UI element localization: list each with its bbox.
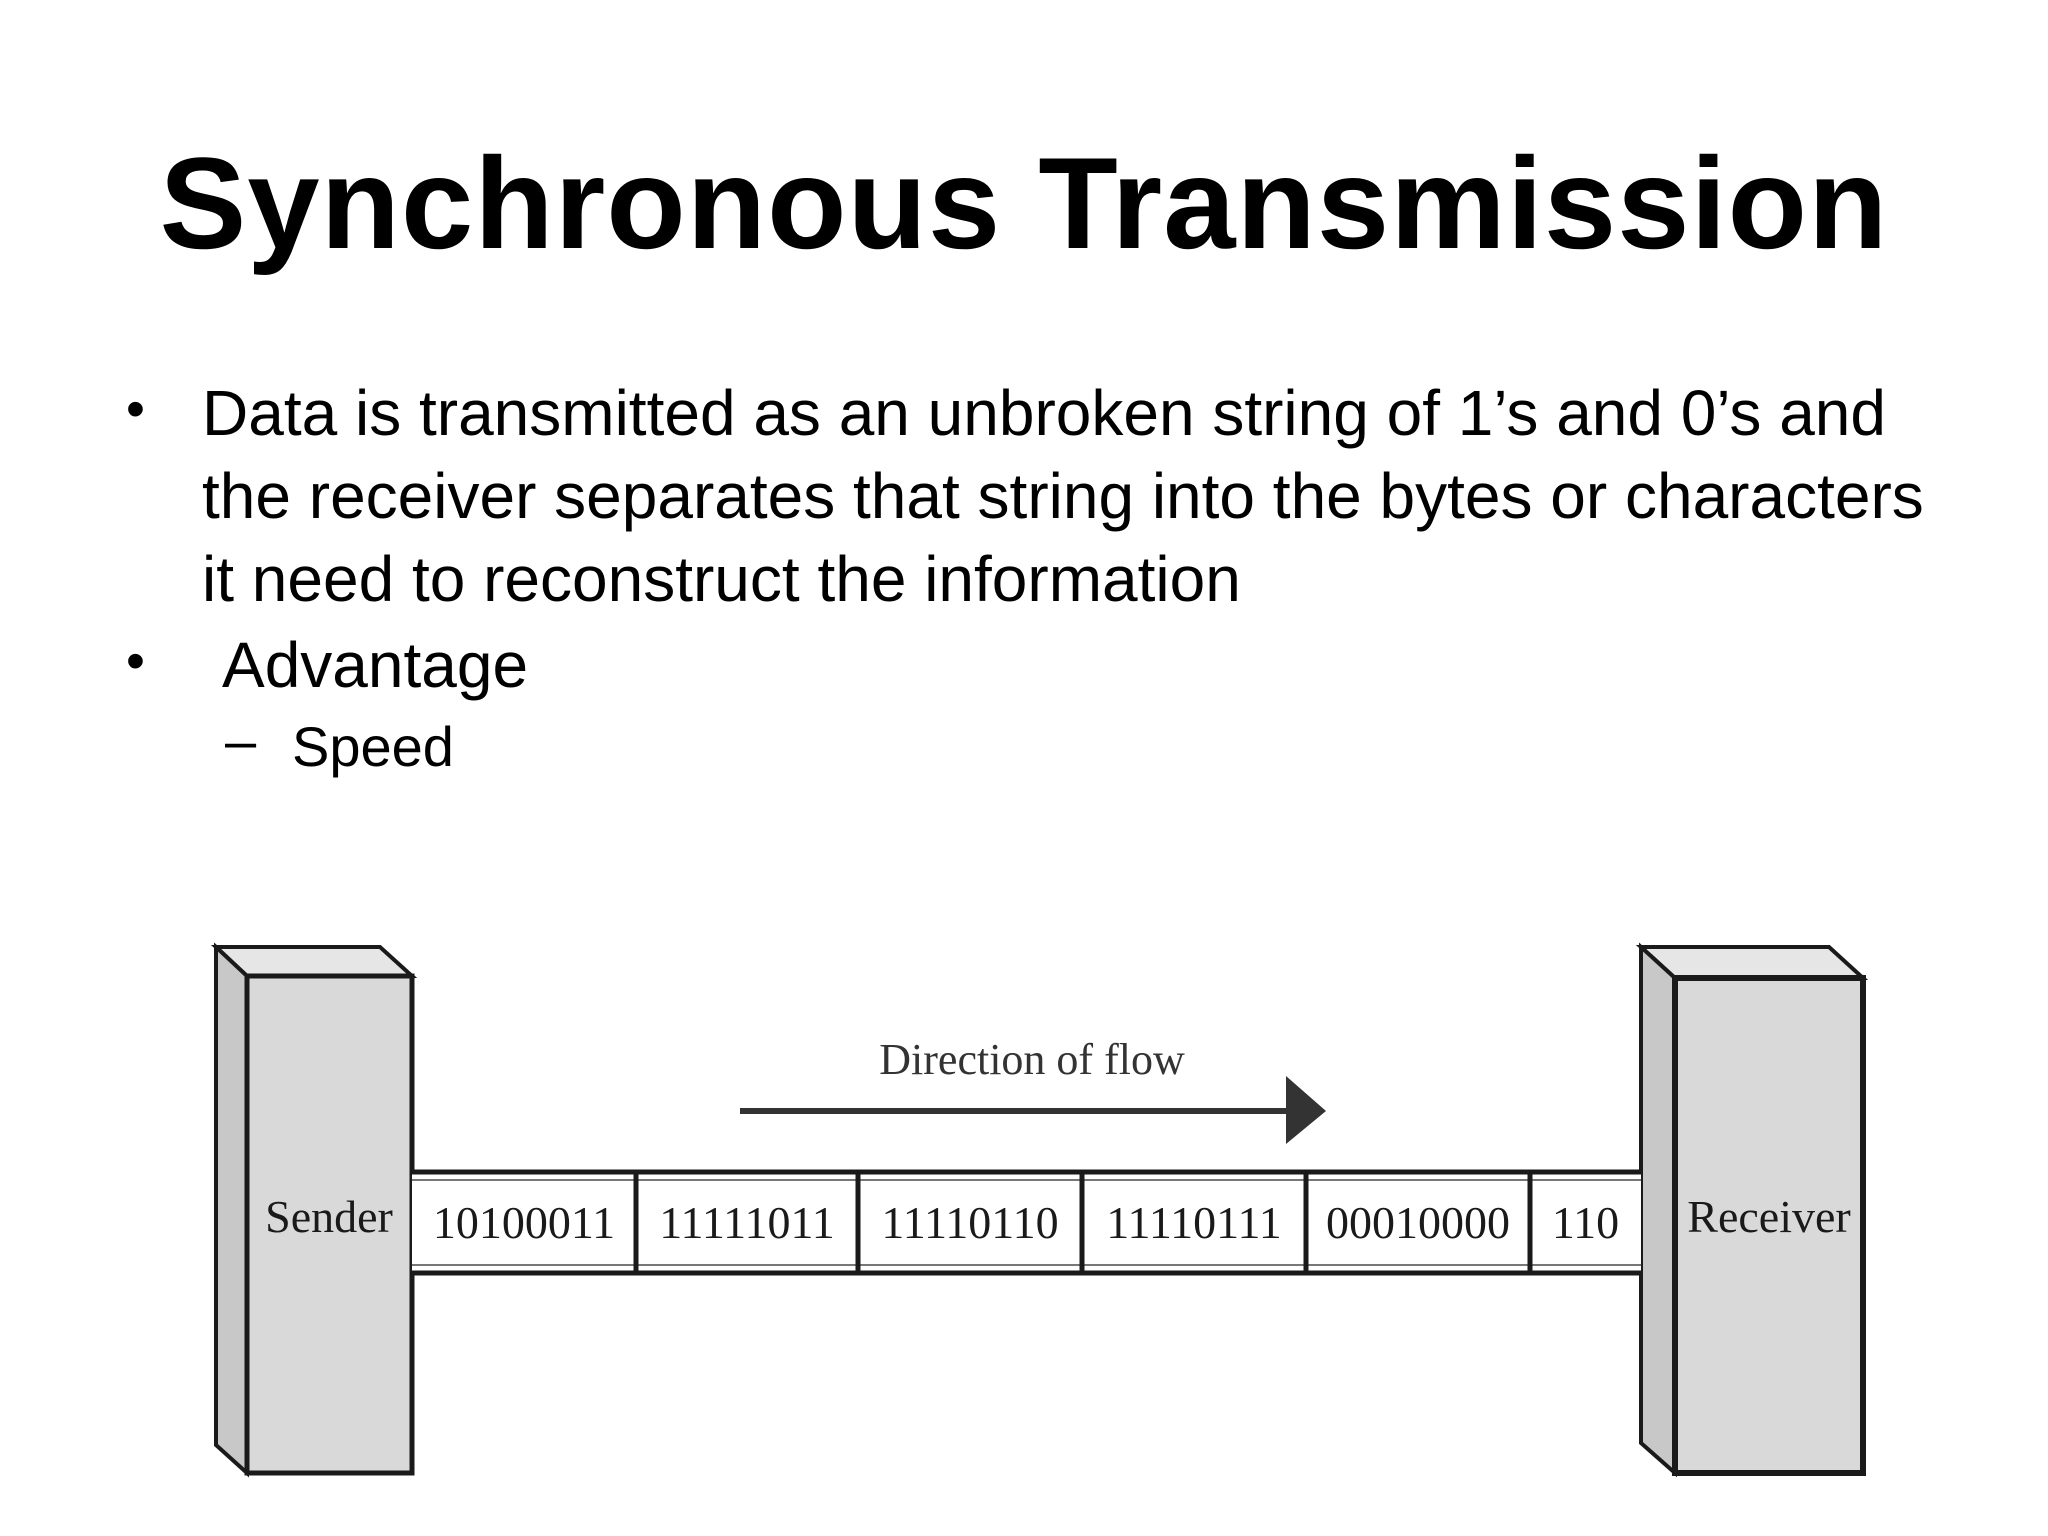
receiver-box: Receiver (1635, 942, 1869, 1478)
bit-group-label: 110 (1552, 1197, 1619, 1248)
bullet-text-definition: Data is transmitted as an unbroken strin… (202, 377, 1924, 615)
sender-box-front (244, 973, 415, 1476)
direction-label: Direction of flow (879, 1035, 1185, 1084)
receiver-box-side (1639, 942, 1677, 1478)
bullet-dot-icon: • (126, 631, 145, 691)
arrow-head-icon (1286, 1076, 1326, 1144)
bit-group-label: 10100011 (433, 1197, 615, 1248)
bullet-item-definition: • Data is transmitted as an unbroken str… (122, 372, 1942, 621)
sender-label: Sender (265, 1191, 393, 1242)
bit-group-label: 11110110 (881, 1197, 1058, 1248)
bullet-item-advantage: • Advantage (122, 624, 1942, 707)
sub-bullet-text-speed: Speed (292, 715, 454, 778)
bit-group-label: 00010000 (1326, 1197, 1510, 1248)
receiver-label: Receiver (1687, 1191, 1850, 1242)
receiver-box-top (1635, 945, 1869, 980)
bit-group-label: 11110111 (1106, 1197, 1281, 1248)
direction-arrow: Direction of flow (740, 1035, 1326, 1144)
sender-box-top (210, 945, 418, 978)
slide-title: Synchronous Transmission (159, 130, 1889, 276)
bit-stream-band (412, 1172, 1641, 1273)
bullet-text-advantage: Advantage (222, 629, 529, 701)
sender-box-side (214, 942, 249, 1478)
bullet-dot-icon: • (126, 379, 145, 439)
sender-box: Sender (210, 942, 418, 1478)
sub-bullet-dash-icon: – (225, 709, 257, 772)
bit-stream: 10100011 11111011 11110110 11110111 00010000… (412, 1169, 1641, 1276)
receiver-box-front (1672, 975, 1866, 1476)
bit-group-label: 11111011 (659, 1197, 834, 1248)
bullet-list: • Data is transmitted as an unbroken str… (122, 372, 1942, 785)
sub-bullet-item-speed: – Speed (122, 709, 1942, 785)
